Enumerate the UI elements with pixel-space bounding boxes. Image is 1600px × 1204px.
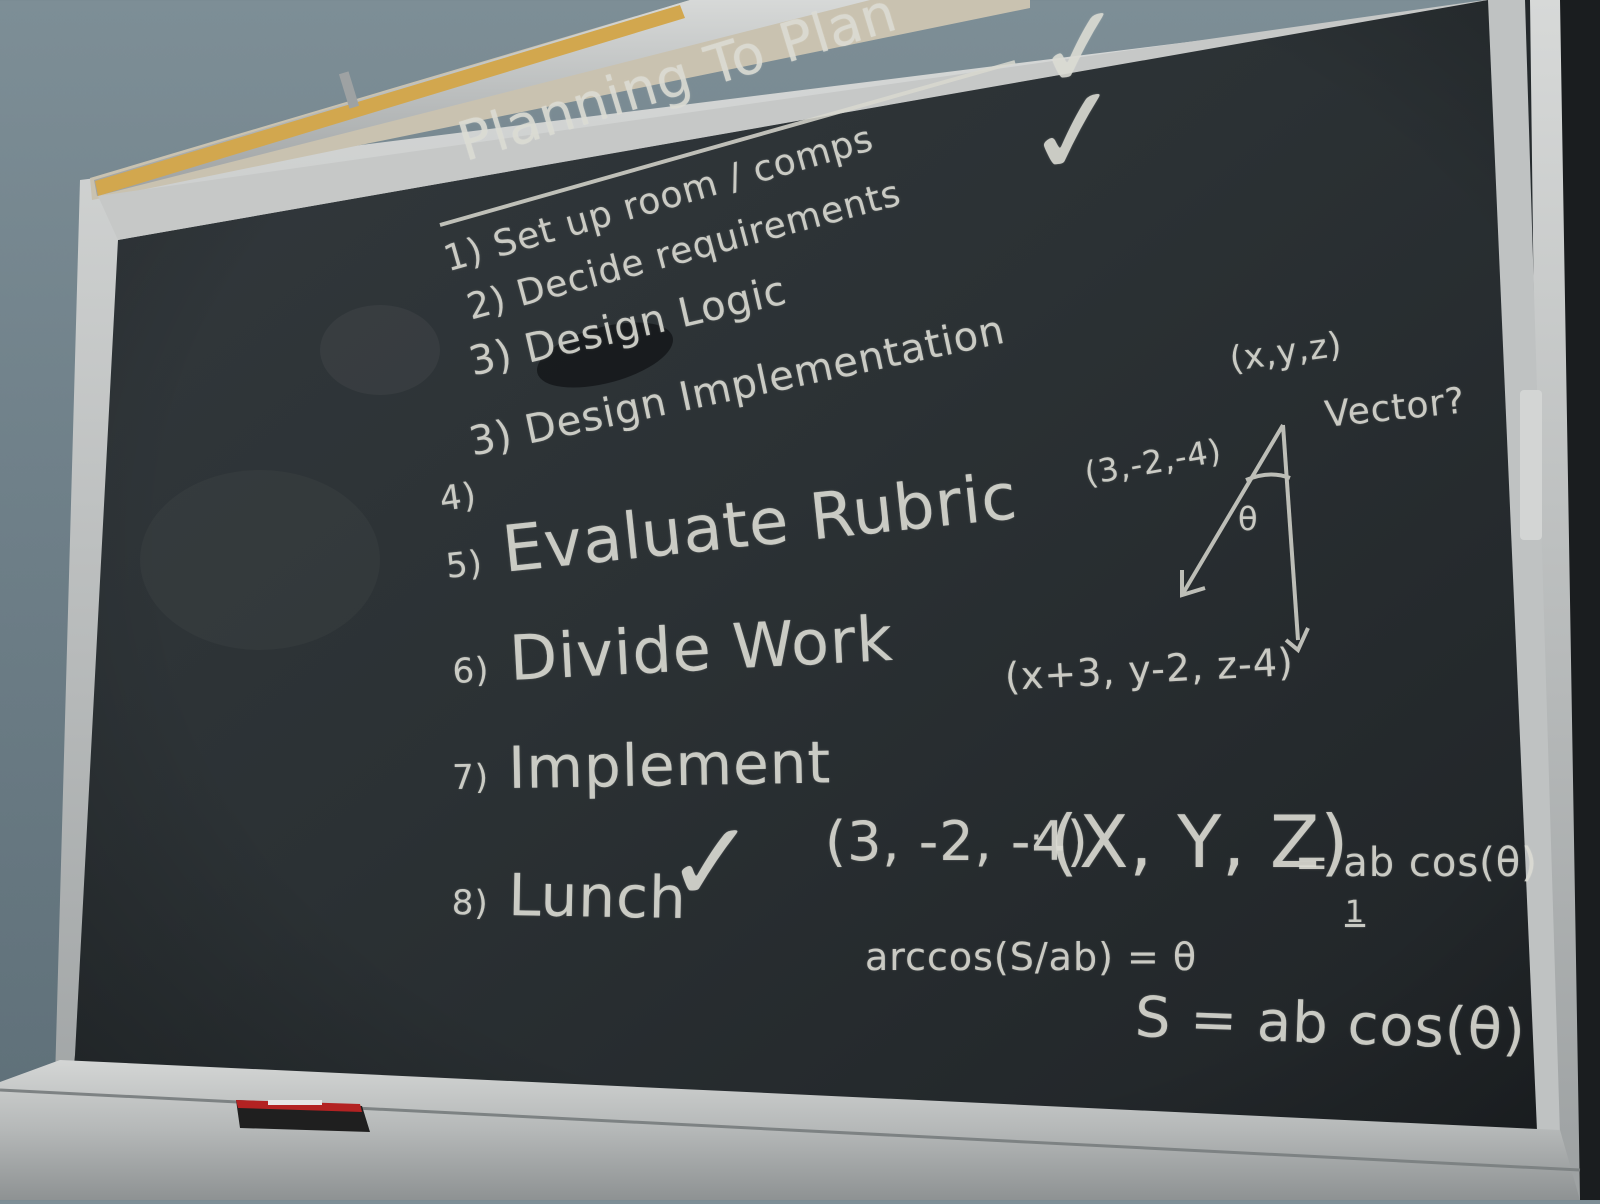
- eraser[interactable]: [236, 1100, 370, 1132]
- arccos-expression: arccos(S/ab) = θ: [865, 935, 1198, 979]
- diagonal-arrow: [1180, 423, 1285, 597]
- theta-symbol: θ: [1238, 500, 1259, 538]
- dot-symbol: ·: [1030, 815, 1044, 861]
- dot-right: (X, Y, Z): [1050, 800, 1350, 884]
- dot-result: = ab cos(θ): [1295, 840, 1538, 886]
- frame-right: [1488, 0, 1562, 1200]
- erased-smudge: [536, 322, 674, 388]
- frame-latch: [1520, 390, 1542, 540]
- vertical-arrow: [1281, 424, 1300, 641]
- dot-left: (3, -2, -4): [825, 810, 1089, 873]
- cork-strip: [95, 5, 685, 196]
- denominator: 1: [1345, 895, 1366, 930]
- s-equation: S = ab cos(θ): [1133, 985, 1527, 1064]
- map-clip: [338, 71, 360, 109]
- map-rail: [90, 0, 1030, 200]
